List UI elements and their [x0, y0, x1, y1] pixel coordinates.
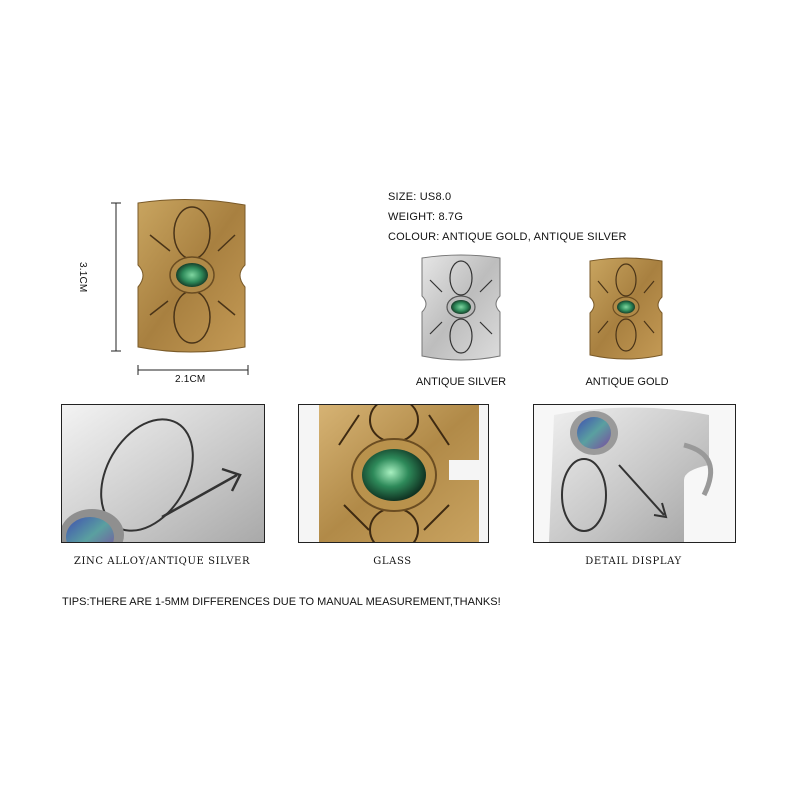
detail-photo-silver [61, 404, 265, 543]
spec-colour: COLOUR: ANTIQUE GOLD, ANTIQUE SILVER [388, 231, 627, 243]
detail-caption-display: DETAIL DISPLAY [585, 556, 682, 567]
display-closeup-icon [534, 405, 735, 542]
silver-ring-figure [418, 252, 504, 364]
detail-photo-glass [298, 404, 489, 543]
gold-variant-ring-icon [589, 257, 663, 360]
gold-variant-label: ANTIQUE GOLD [585, 376, 669, 388]
glass-closeup-icon [299, 405, 488, 542]
height-dimension-label: 3.1CM [77, 262, 88, 293]
tips-note: TIPS:THERE ARE 1-5MM DIFFERENCES DUE TO … [62, 596, 501, 608]
silver-closeup-icon [62, 405, 264, 542]
gold-variant-figure [586, 255, 666, 363]
detail-caption-glass: GLASS [373, 556, 412, 567]
main-ring-figure [100, 195, 260, 380]
width-dimension-label: 2.1CM [175, 374, 206, 385]
spec-size: SIZE: US8.0 [388, 191, 452, 203]
silver-variant-label: ANTIQUE SILVER [415, 376, 507, 388]
silver-ring-icon [421, 254, 501, 361]
detail-caption-material: ZINC ALLOY/ANTIQUE SILVER [73, 556, 251, 567]
detail-photo-display [533, 404, 736, 543]
spec-weight: WEIGHT: 8.7G [388, 211, 464, 223]
gold-ring-icon [111, 198, 249, 375]
